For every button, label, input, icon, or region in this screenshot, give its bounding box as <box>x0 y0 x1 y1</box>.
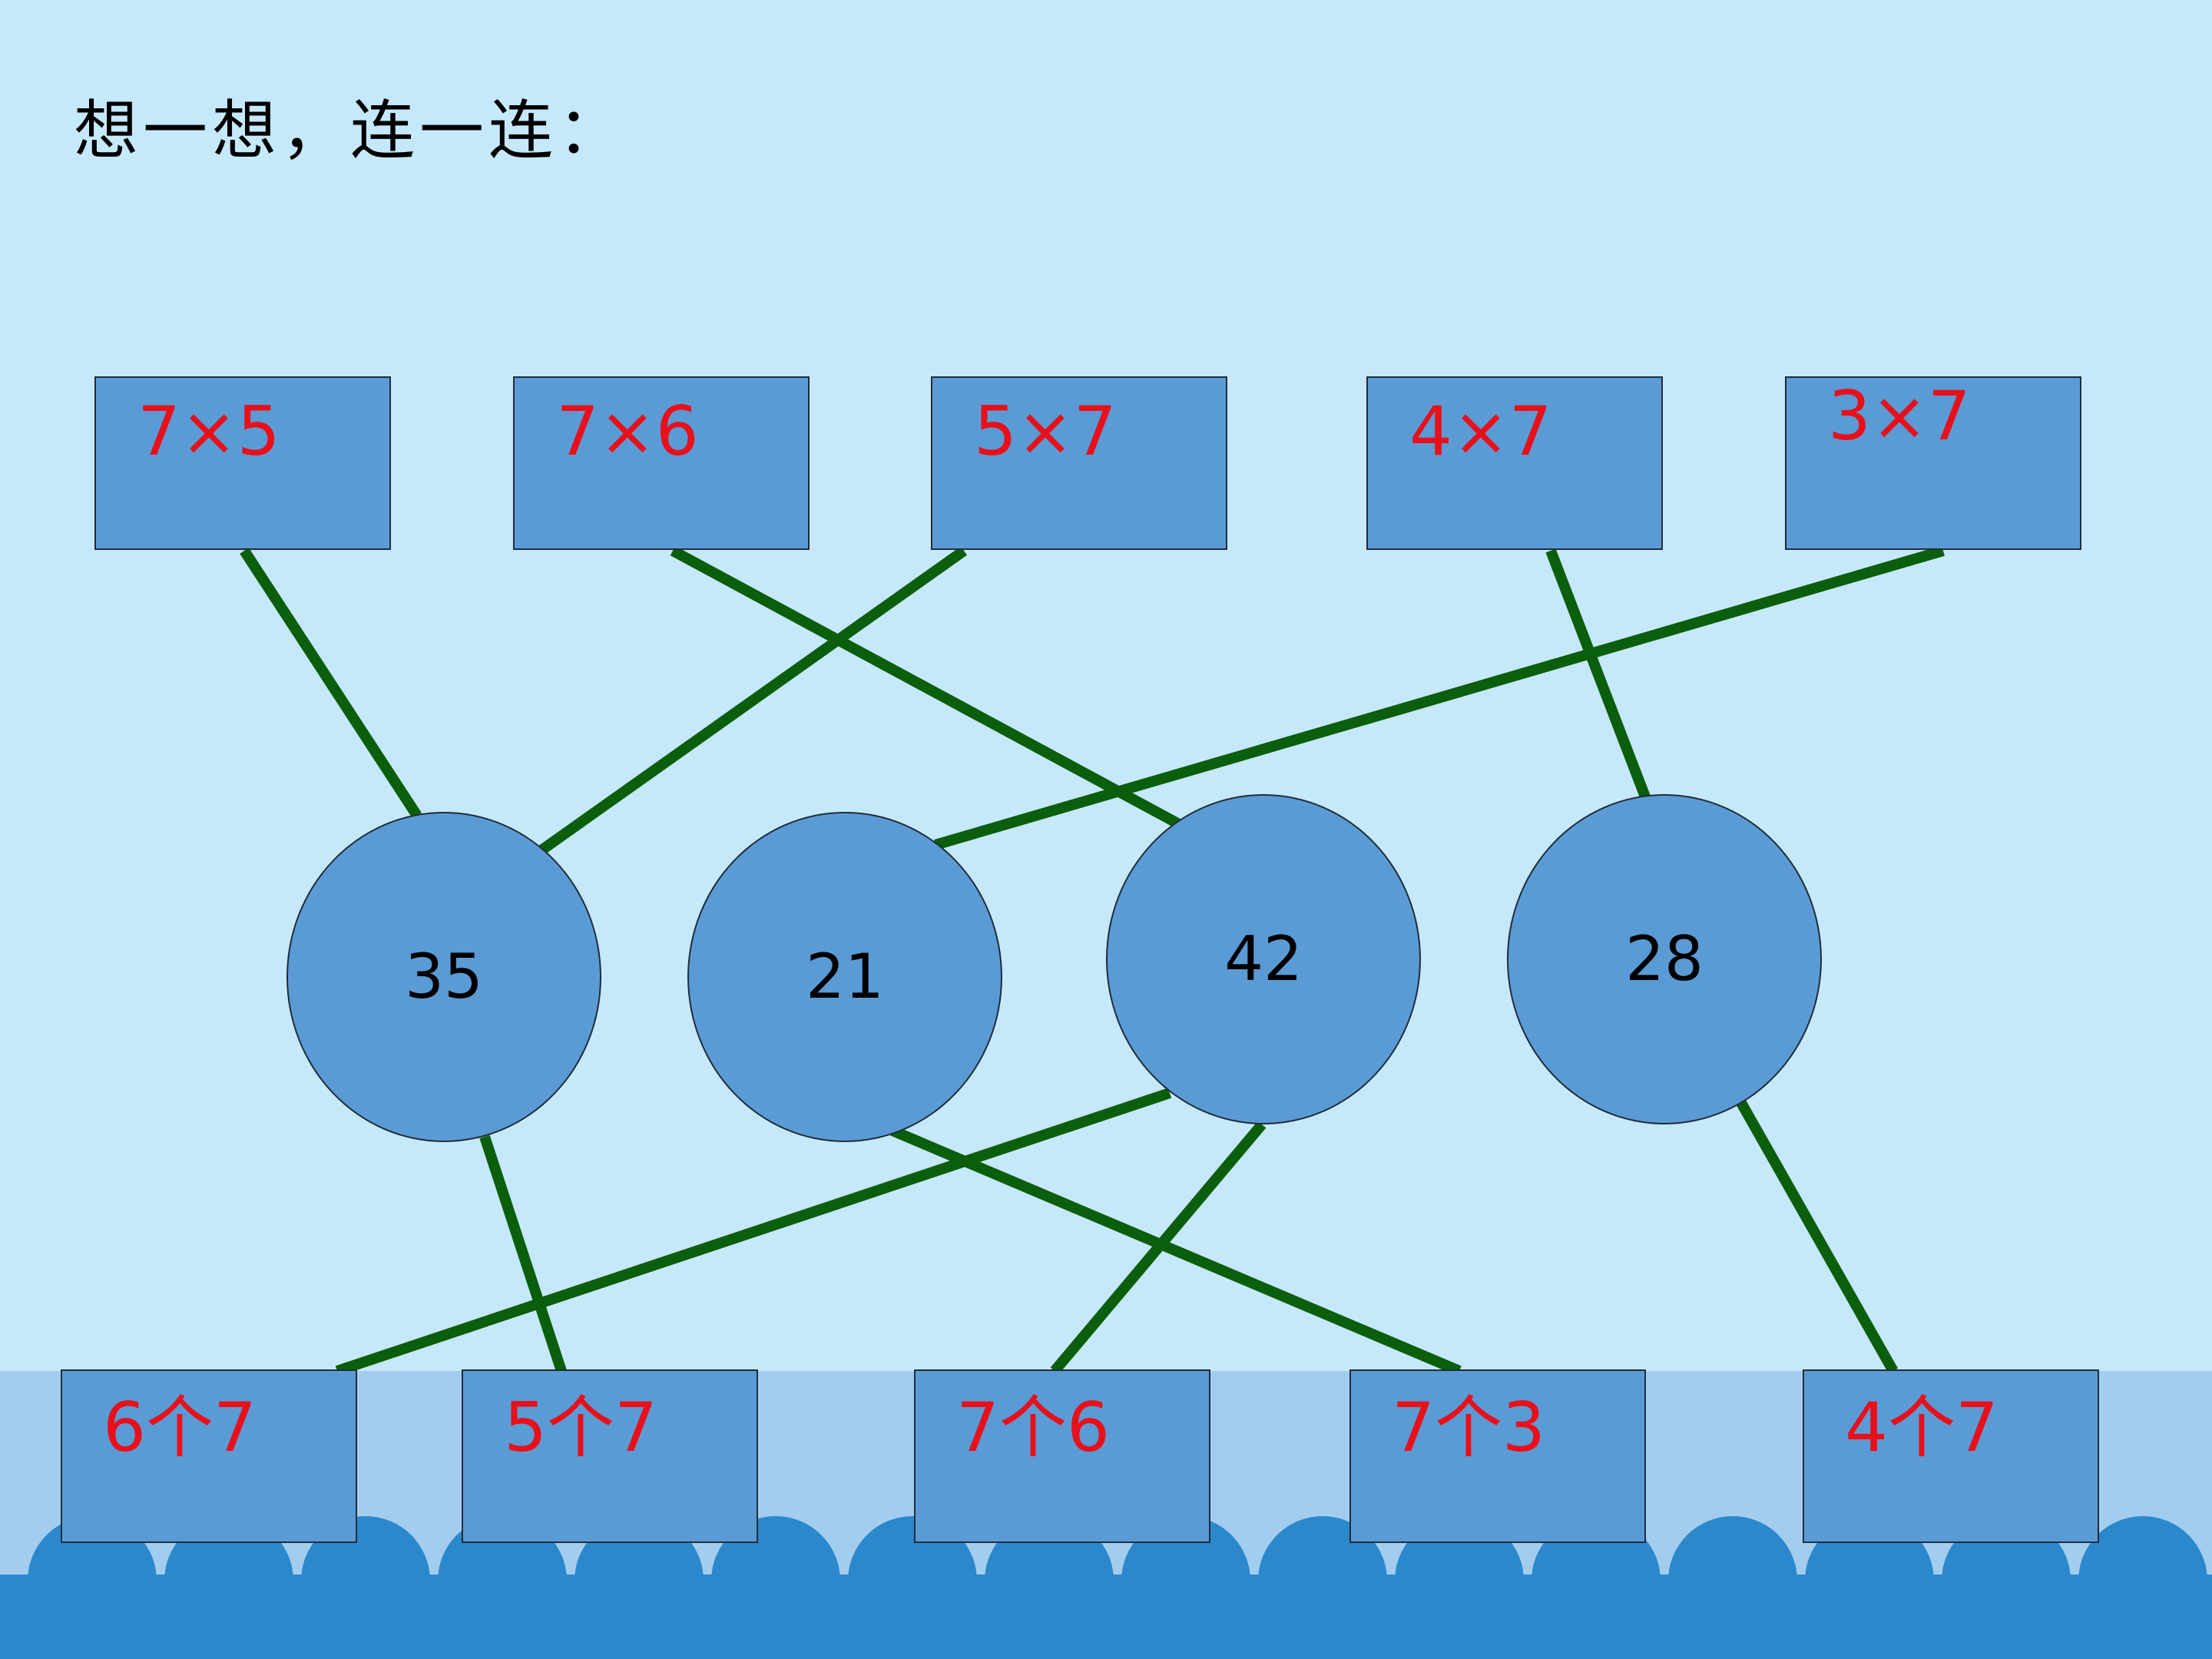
bottom-box-label: 5个7 <box>504 1388 657 1467</box>
bottom-box-label: 7个3 <box>1392 1388 1545 1467</box>
product-circle-28[interactable]: 28 <box>1507 794 1822 1124</box>
product-value: 35 <box>405 941 483 1012</box>
bottom-box-3[interactable]: 7个6 <box>914 1369 1210 1543</box>
wave-bump <box>897 1576 1063 1659</box>
connection-line <box>479 1134 567 1373</box>
wave-bump <box>1307 1576 1473 1659</box>
wave-bump <box>2128 1576 2212 1659</box>
connection-line <box>934 545 1945 850</box>
link-lines <box>240 545 1945 1376</box>
bottom-box-label: 4个7 <box>1845 1388 1998 1467</box>
connection-line <box>335 1088 1172 1376</box>
connection-line <box>1735 1098 1899 1374</box>
product-value: 21 <box>806 941 884 1012</box>
wave-bump <box>1717 1576 1883 1659</box>
wave-bump <box>1991 1576 2157 1659</box>
wave-bump <box>1171 1576 1336 1659</box>
wave-bump <box>1854 1576 2020 1659</box>
bottom-box-2[interactable]: 5个7 <box>462 1369 758 1543</box>
top-box-label: 7×6 <box>556 392 699 471</box>
bottom-box-4[interactable]: 7个3 <box>1349 1369 1646 1543</box>
product-circle-42[interactable]: 42 <box>1106 794 1421 1124</box>
product-circle-21[interactable]: 21 <box>687 812 1002 1142</box>
wave-bump <box>77 1576 243 1659</box>
product-value: 28 <box>1625 923 1704 995</box>
page-title: 想一想，连一连： <box>74 93 628 168</box>
connection-line <box>1545 548 1651 801</box>
wave-bump <box>1034 1576 1200 1659</box>
connection-line <box>670 545 1182 830</box>
wave-bump <box>1581 1576 1747 1659</box>
wave-decoration <box>0 1516 2212 1659</box>
top-box-label: 4×7 <box>1409 392 1552 471</box>
wave-bump <box>624 1576 790 1659</box>
top-box-1[interactable]: 7×5 <box>94 376 391 550</box>
top-box-5[interactable]: 3×7 <box>1785 376 2081 550</box>
wave-bump <box>214 1576 379 1659</box>
bottom-box-1[interactable]: 6个7 <box>61 1369 357 1543</box>
connection-line <box>538 546 968 855</box>
connection-line <box>890 1125 1462 1376</box>
top-box-label: 5×7 <box>974 392 1117 471</box>
wave-bump <box>350 1576 516 1659</box>
wave-bump <box>760 1576 926 1659</box>
connection-line <box>240 548 422 819</box>
bottom-box-label: 7个6 <box>956 1388 1110 1467</box>
top-box-4[interactable]: 4×7 <box>1366 376 1663 550</box>
bottom-box-5[interactable]: 4个7 <box>1803 1369 2099 1543</box>
wave-bump <box>487 1576 653 1659</box>
top-box-2[interactable]: 7×6 <box>513 376 810 550</box>
top-box-3[interactable]: 5×7 <box>931 376 1227 550</box>
product-circle-35[interactable]: 35 <box>286 812 601 1142</box>
top-box-label: 7×5 <box>137 392 280 471</box>
top-box-label: 3×7 <box>1828 376 1971 455</box>
product-value: 42 <box>1224 923 1303 995</box>
bottom-box-label: 6个7 <box>103 1388 257 1467</box>
wave-bump <box>1444 1576 1610 1659</box>
